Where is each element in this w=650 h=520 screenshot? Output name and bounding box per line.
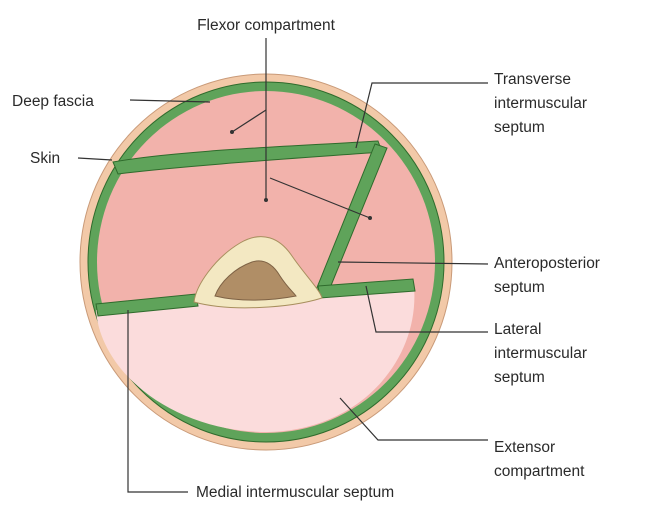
label-anteroposterior-line2: septum	[494, 279, 545, 296]
label-extensor-line2: compartment	[494, 463, 585, 480]
label-transverse-line2: intermuscular	[494, 95, 587, 112]
label-lateral-line1: Lateral	[494, 321, 541, 338]
label-flexor-compartment: Flexor compartment	[197, 17, 336, 34]
label-extensor-line1: Extensor	[494, 439, 555, 456]
label-lateral-line3: septum	[494, 369, 545, 386]
label-anteroposterior-line1: Anteroposterior	[494, 255, 600, 272]
label-transverse-line1: Transverse	[494, 71, 571, 88]
label-deep-fascia: Deep fascia	[12, 93, 94, 110]
label-skin: Skin	[30, 150, 60, 167]
label-transverse-line3: septum	[494, 119, 545, 136]
label-medial-intermuscular-septum: Medial intermuscular septum	[196, 484, 394, 501]
label-lateral-line2: intermuscular	[494, 345, 587, 362]
